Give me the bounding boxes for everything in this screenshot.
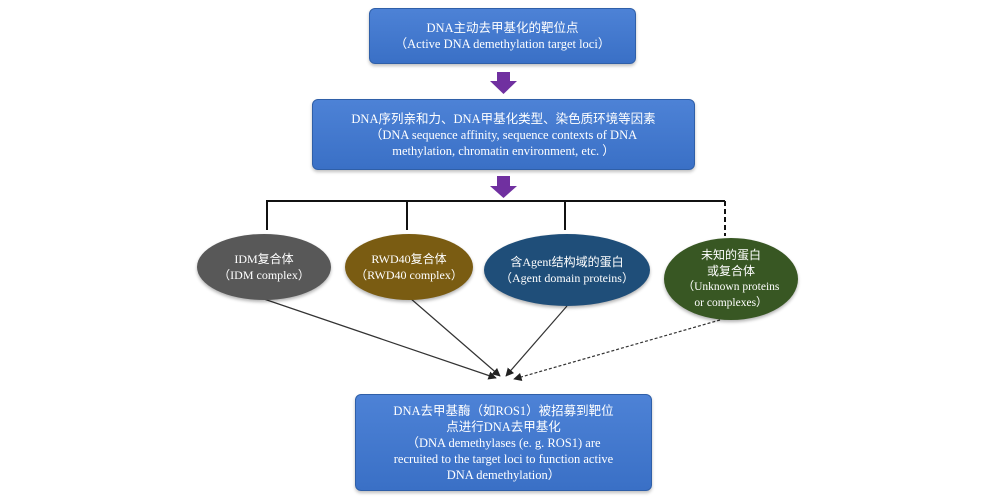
down-arrow-icon: [490, 72, 517, 94]
arrow-line: [260, 297, 497, 380]
target-loci-subtitle: （Active DNA demethylation target loci）: [394, 37, 611, 51]
agent-domain-sublabel: （Agent domain proteins）: [500, 271, 634, 285]
factors-subtitle-line1: （DNA sequence affinity, sequence context…: [369, 127, 638, 142]
agent-domain-label: 含Agent结构域的蛋白: [510, 255, 624, 269]
target-loci-box: DNA主动去甲基化的靶位点 （Active DNA demethylation …: [369, 8, 636, 64]
demethylases-box: DNA去甲基酶（如ROS1）被招募到靶位 点进行DNA去甲基化 （DNA dem…: [355, 394, 652, 491]
demethylases-subtitle-line3: DNA demethylation）: [446, 467, 561, 482]
demethylases-subtitle-line2: recruited to the target loci to function…: [393, 451, 614, 466]
arrow-line: [505, 305, 568, 377]
rwd40-complex-sublabel: （RWD40 complex）: [355, 268, 463, 282]
factors-subtitle-line2: methylation, chromatin environment, etc.…: [392, 143, 615, 158]
unknown-proteins-sublabel-2: or complexes）: [694, 297, 768, 309]
factors-title: DNA序列亲和力、DNA甲基化类型、染色质环境等因素: [351, 111, 656, 126]
factors-box: DNA序列亲和力、DNA甲基化类型、染色质环境等因素 （DNA sequence…: [312, 99, 695, 170]
demethylases-title-line2: 点进行DNA去甲基化: [446, 419, 561, 434]
idm-complex-sublabel: （IDM complex）: [218, 268, 310, 282]
unknown-proteins-label-2: 或复合体: [706, 264, 755, 278]
arrow-line-dashed: [513, 319, 721, 381]
unknown-proteins-label: 未知的蛋白: [700, 248, 761, 262]
arrow-line: [409, 297, 501, 377]
down-arrow-icon: [490, 176, 517, 198]
rwd40-complex-node: RWD40复合体 （RWD40 complex）: [345, 234, 473, 300]
demethylases-subtitle-line1: （DNA demethylases (e. g. ROS1) are: [406, 435, 601, 450]
idm-complex-node: IDM复合体 （IDM complex）: [197, 234, 331, 300]
agent-domain-proteins-node: 含Agent结构域的蛋白 （Agent domain proteins）: [484, 234, 650, 306]
unknown-proteins-sublabel: （Unknown proteins: [682, 281, 780, 293]
target-loci-title: DNA主动去甲基化的靶位点: [426, 21, 579, 35]
rwd40-complex-label: RWD40复合体: [371, 252, 447, 266]
demethylases-title-line1: DNA去甲基酶（如ROS1）被招募到靶位: [393, 403, 614, 418]
unknown-proteins-node: 未知的蛋白 或复合体 （Unknown proteins or complexe…: [664, 238, 798, 320]
idm-complex-label: IDM复合体: [234, 252, 294, 266]
